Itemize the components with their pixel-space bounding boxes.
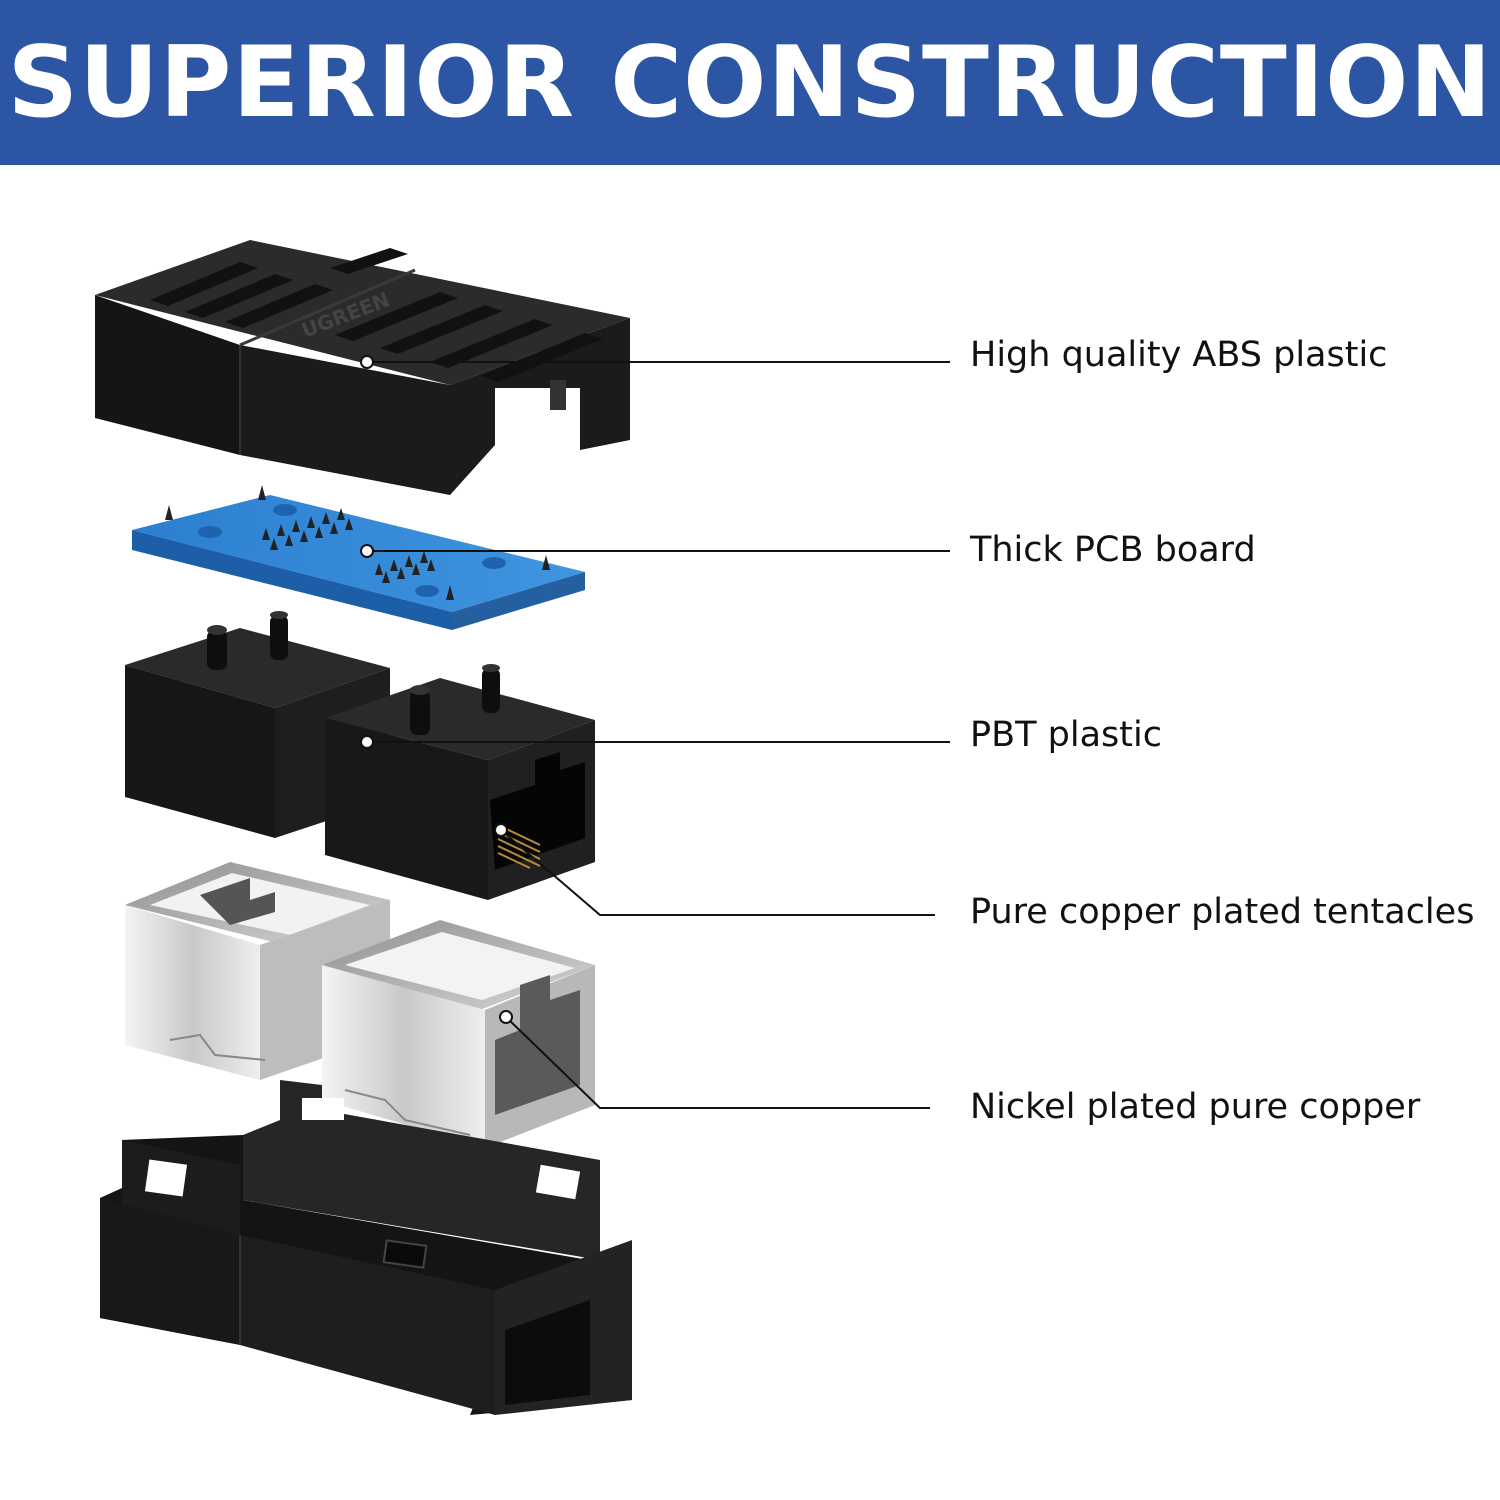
top-shell-grip-ridges — [150, 248, 603, 382]
page-title: SUPERIOR CONSTRUCTION — [7, 25, 1493, 140]
locating-post — [207, 611, 288, 670]
label-pbt-plastic: PBT plastic — [970, 715, 1162, 755]
jack-housings — [125, 611, 595, 900]
contact-pins — [497, 824, 541, 869]
pcb-mounting-holes — [198, 504, 506, 597]
label-nickel-copper: Nickel plated pure copper — [970, 1087, 1421, 1127]
pcb-pins — [165, 485, 550, 600]
pcb-top-face — [132, 495, 585, 612]
leader-line-nickel — [505, 1016, 930, 1109]
right-metal-shield — [322, 920, 595, 1148]
metal-shields — [125, 862, 595, 1148]
rj45-shield-opening — [495, 975, 580, 1115]
label-pcb-board: Thick PCB board — [970, 530, 1256, 570]
leader-lines — [360, 355, 950, 1109]
top-shell: UGREEN — [95, 240, 630, 495]
label-abs-plastic: High quality ABS plastic — [970, 335, 1388, 375]
label-copper-tentacles: Pure copper plated tentacles — [970, 892, 1475, 932]
leader-line-copper — [500, 829, 935, 916]
header-banner: SUPERIOR CONSTRUCTION — [0, 0, 1500, 165]
pcb-board — [132, 485, 585, 630]
pcb-edge — [132, 530, 452, 630]
top-shell-left-face — [95, 295, 240, 455]
bottom-shell — [100, 1080, 632, 1415]
